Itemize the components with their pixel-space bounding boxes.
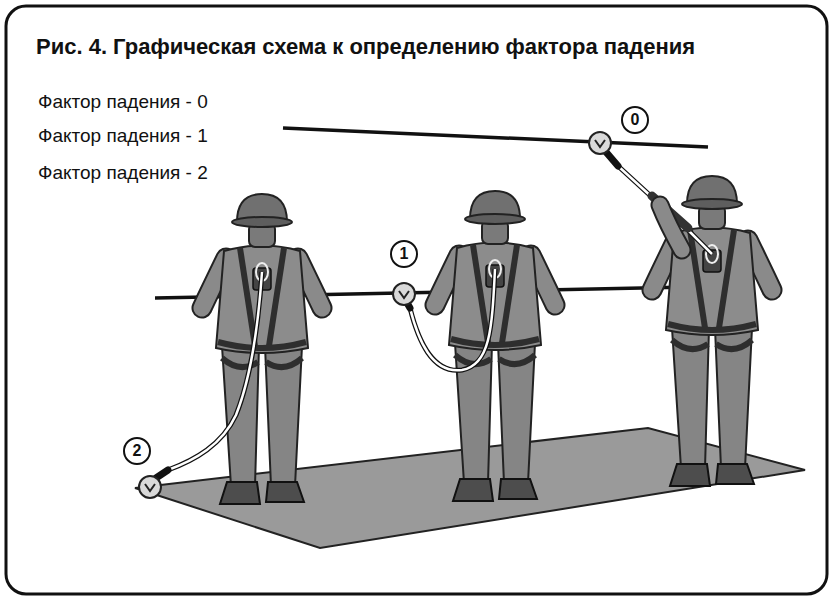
worker-right — [652, 176, 772, 486]
frame — [6, 6, 827, 594]
fall-factor-label: Фактор падения - 0 — [38, 91, 208, 113]
callout-number: 2 — [133, 442, 142, 460]
figure-title: Рис. 4. Графическая схема к определению … — [36, 34, 695, 60]
callout-number: 1 — [400, 245, 409, 263]
worker-left — [202, 194, 322, 504]
callout-circle: 0 — [621, 106, 649, 134]
anchor-point — [589, 132, 611, 154]
fall-factor-label: Фактор падения - 1 — [38, 125, 208, 147]
lanyard-outline — [168, 272, 262, 470]
raised-arm-outline — [660, 205, 682, 250]
callout-circle: 2 — [123, 437, 151, 465]
anchor-point — [139, 476, 161, 498]
callout-circle: 1 — [390, 240, 418, 268]
anchor-point — [393, 283, 415, 305]
lanyard-outline — [618, 166, 712, 254]
raised-arm — [660, 205, 682, 250]
callout-number: 0 — [631, 111, 640, 129]
lanyard-outline — [410, 269, 495, 370]
hook — [156, 470, 168, 478]
lanyard — [618, 166, 712, 254]
worker-middle — [435, 191, 555, 501]
top-rail — [283, 128, 708, 147]
hook — [606, 152, 618, 166]
fall-factor-label: Фактор падения - 2 — [38, 162, 208, 184]
lanyard — [168, 272, 262, 470]
lanyard — [410, 269, 495, 370]
